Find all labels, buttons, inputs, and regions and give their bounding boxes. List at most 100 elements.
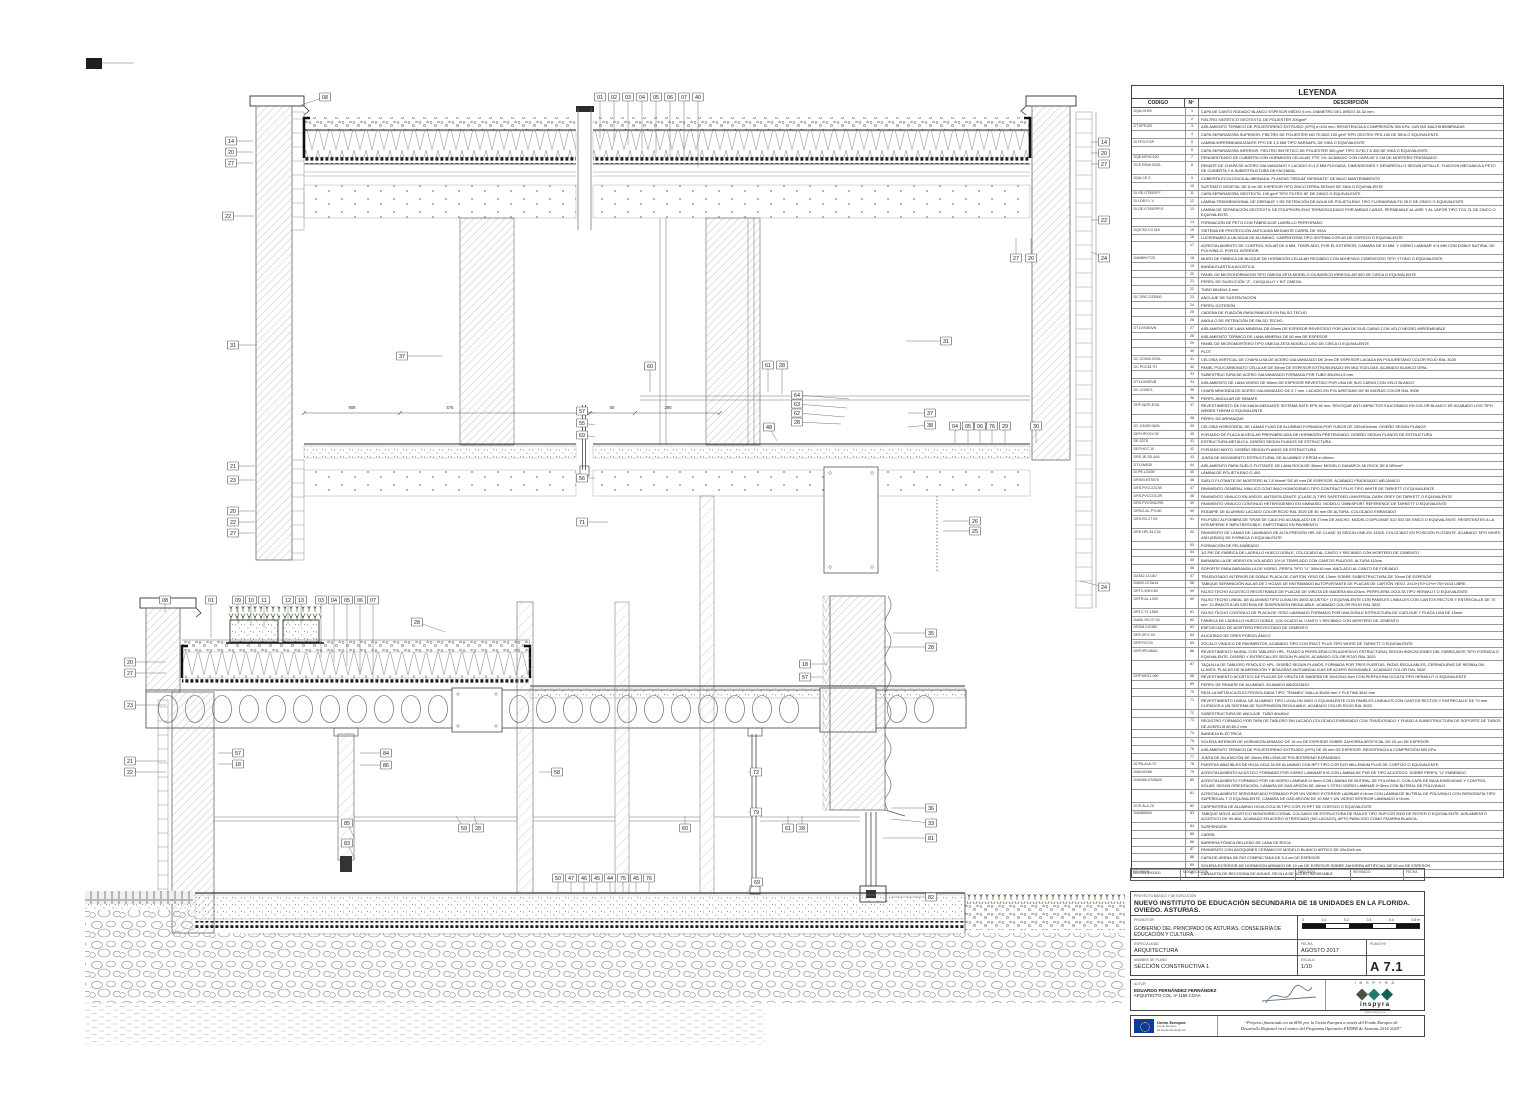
callout-marker: 57 — [799, 672, 811, 682]
svg-text:03: 03 — [318, 598, 324, 604]
callout-marker: 11 — [258, 595, 270, 605]
scalebar-tick-label: 0,4 — [1389, 918, 1394, 922]
svg-text:23: 23 — [127, 703, 133, 709]
signature — [1255, 980, 1325, 1010]
legend-description: PANEL POLICARBONATO CELULAR DE 35mm DE E… — [1201, 364, 1428, 370]
legend-number: 71 — [1186, 696, 1199, 709]
callout-marker: 04 — [636, 92, 648, 102]
callout-marker: 38 — [924, 420, 936, 430]
legend-description: LAMINA DE SEPARACIÓN GEOTEXTIL DE POLIPR… — [1201, 206, 1496, 218]
callout-marker: 07 — [367, 595, 379, 605]
svg-text:59: 59 — [461, 826, 467, 832]
legend-number: 38 — [1186, 415, 1199, 423]
dimension-text: 60 — [610, 405, 615, 410]
svg-text:22: 22 — [127, 770, 133, 776]
legend-code: DRS.PVCONC/RS — [1132, 500, 1186, 508]
legend-code — [1132, 681, 1186, 689]
svg-text:21: 21 — [127, 759, 133, 765]
callout-marker: 57 — [576, 406, 588, 416]
promotor-value: GOBIERNO DEL PRINCIPADO DE ASTURIAS. CON… — [1134, 925, 1282, 938]
svg-text:71: 71 — [579, 520, 585, 526]
callout-marker: 37 — [924, 408, 936, 418]
legend-code: DRS.HPL34.C34 — [1132, 529, 1186, 541]
legend-description: TRASDOSADO INTERIOR DE DOBLE PLACA DE CA… — [1201, 573, 1432, 579]
legend-number: 23 — [1186, 293, 1199, 301]
legend-number: 6 — [1186, 146, 1199, 154]
legend-code: DT.LVX080VB — [1132, 379, 1186, 386]
callout-marker: 44 — [604, 873, 616, 883]
legend-code — [1132, 394, 1186, 402]
svg-text:24: 24 — [1101, 585, 1107, 591]
legend-number: 83 — [1186, 810, 1199, 823]
legend-description: SUSPENSIÓN — [1201, 824, 1227, 830]
legend-description: LÁMINA DE POLIETILENO G-400 — [1201, 470, 1261, 476]
legend-description: PAVIMENTO CON ADOQUINES CERÁMICOS MODELO… — [1201, 847, 1361, 853]
legend-description: AISLAMIENTO PARA SUELO FLOTANTE DE LANA … — [1201, 462, 1403, 468]
svg-text:21: 21 — [230, 464, 236, 470]
svg-text:69: 69 — [579, 433, 585, 439]
legend-code: DQA.CE.S — [1132, 175, 1186, 182]
legend-code — [1132, 146, 1186, 154]
legend-code — [1132, 415, 1186, 423]
legend-code: DRF.GP.X.XX — [1132, 632, 1186, 640]
callout-marker: 04 — [949, 421, 961, 431]
legend-number: 59 — [1186, 588, 1199, 596]
svg-text:60: 60 — [647, 364, 653, 370]
legend-number: 62 — [1186, 616, 1199, 624]
legend-number: 80 — [1186, 776, 1199, 789]
svg-text:09: 09 — [235, 598, 241, 604]
callout-marker: 58 — [551, 767, 563, 777]
svg-text:38: 38 — [927, 423, 933, 429]
level2-structure — [699, 466, 938, 691]
revision-col-label: REVISIÓN — [1131, 869, 1181, 880]
legend-code: DATA2.13.0A7 — [1132, 572, 1186, 580]
legend-number: 3 — [1186, 123, 1199, 131]
svg-text:26: 26 — [972, 519, 978, 525]
svg-text:72: 72 — [753, 770, 759, 776]
especialidad-value: ARQUITECTURA — [1134, 947, 1179, 954]
especialidad-label: ESPECIALIDAD — [1134, 941, 1159, 946]
legend-code — [1132, 131, 1186, 138]
dimension-text: 575 — [447, 405, 455, 410]
legend-description: FORMACIÓN DE PETO CON FÁBRICA DE LADRILL… — [1201, 219, 1323, 225]
suspended-ceiling-upper — [640, 395, 1030, 401]
svg-text:27: 27 — [228, 161, 234, 167]
legend-number: 84 — [1186, 823, 1199, 831]
legend-code: DAM.MV66 — [1132, 769, 1186, 776]
inspyra-web: www.inspyra.es — [1364, 1009, 1386, 1014]
legend-description: CAPA SEPARADORA GEOTEXTIL 100 g/m² TIPO … — [1201, 191, 1361, 197]
legend-number: 73 — [1186, 717, 1199, 730]
legend-code: DRS.RC.27.05 — [1132, 516, 1186, 529]
plano-label: PLANO Nº — [1370, 941, 1387, 946]
svg-text:61: 61 — [765, 363, 771, 369]
svg-text:57: 57 — [235, 751, 241, 757]
callout-marker: 46 — [578, 873, 590, 883]
revision-col-label: FECHA — [1406, 870, 1418, 874]
signature-icon — [1261, 984, 1317, 1004]
title-block-main: PROYECTO BASICO Y DE EJECUCIÓN NUEVO INS… — [1130, 891, 1425, 976]
svg-text:20: 20 — [228, 150, 234, 156]
scalebar-tick-label: 0,1 — [1321, 918, 1327, 922]
legend-number: 64 — [1186, 632, 1199, 640]
legend-description: PERFIL GOTERÓN — [1201, 302, 1236, 308]
legend-code: DRF.PVC20 — [1132, 640, 1186, 647]
callout-marker: 06 — [354, 595, 366, 605]
